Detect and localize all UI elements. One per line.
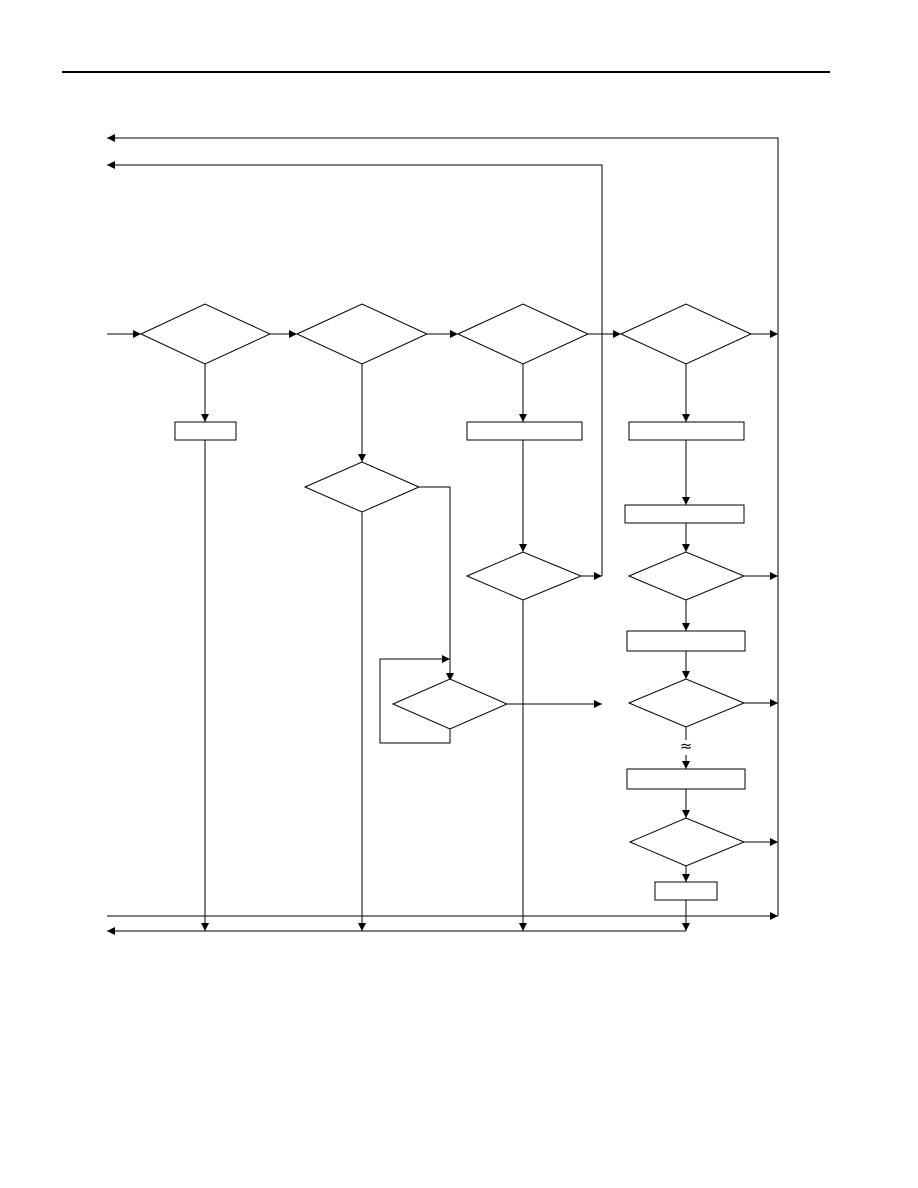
process-p7 xyxy=(654,881,718,901)
process-p3 xyxy=(628,421,745,441)
return-line-top xyxy=(107,134,779,916)
process-p6 xyxy=(626,768,746,790)
decision-d6 xyxy=(391,678,509,730)
decision-d2 xyxy=(295,303,429,365)
loop-d6 xyxy=(379,655,451,744)
decision-d3 xyxy=(456,303,590,365)
decision-d8 xyxy=(627,551,746,601)
return-line-second xyxy=(107,161,603,576)
connector-d5-d6 xyxy=(419,486,454,681)
process-p5 xyxy=(626,630,746,652)
process-p1 xyxy=(174,421,237,441)
decision-d5 xyxy=(303,461,421,513)
decision-d1 xyxy=(139,303,272,365)
decision-d10 xyxy=(628,817,746,867)
process-p4 xyxy=(624,504,745,524)
decision-d7 xyxy=(465,551,583,601)
decision-d9 xyxy=(627,678,746,728)
process-p2 xyxy=(466,421,583,441)
break-symbol: ≈ xyxy=(680,737,693,755)
decision-d4 xyxy=(619,303,753,365)
